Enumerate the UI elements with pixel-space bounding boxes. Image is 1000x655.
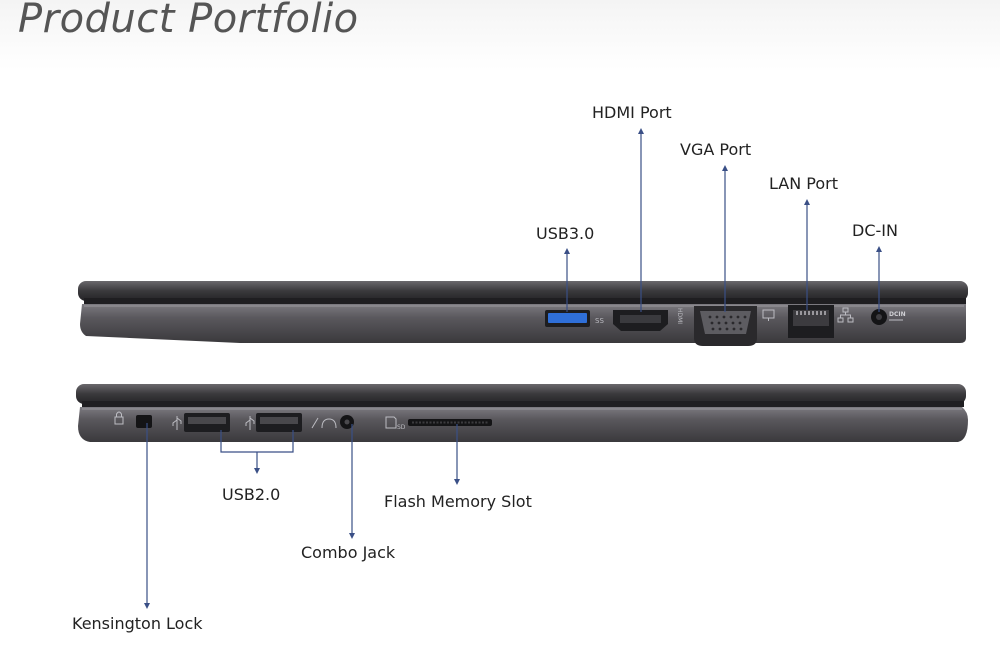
flash-memory-slot — [408, 419, 492, 426]
lid-edge-right — [78, 281, 968, 301]
label-lan-port: LAN Port — [769, 174, 838, 193]
hinge-gap-left — [82, 401, 964, 407]
label-dc-in: DC-IN — [852, 221, 898, 240]
monitor-icon — [762, 309, 775, 321]
kensington-slot — [136, 415, 152, 428]
lan-port-inner — [793, 310, 829, 326]
laptop-right-side-view: SS HDMI DCI — [78, 281, 968, 346]
label-usb2: USB2.0 — [222, 485, 281, 504]
hinge-gap-right — [84, 298, 966, 304]
label-flash-memory-slot: Flash Memory Slot — [384, 492, 532, 511]
label-combo-jack: Combo Jack — [301, 543, 396, 562]
usb2-port-1-tongue — [188, 417, 226, 424]
hdmi-logo: HDMI — [676, 308, 683, 324]
laptop-left-side-view: SD — [76, 384, 968, 442]
hdmi-port-inner — [620, 315, 661, 323]
svg-text:SD: SD — [397, 424, 406, 431]
usb-symbol-icon — [245, 416, 255, 430]
lan-contacts — [796, 311, 826, 315]
label-vga-port: VGA Port — [680, 140, 752, 159]
dcin-logo: DCIN — [889, 311, 906, 318]
headset-mic-icon — [311, 417, 337, 429]
lid-edge-left — [76, 384, 966, 404]
usb-symbol-icon — [172, 416, 182, 430]
vga-pins — [708, 315, 747, 331]
page-title: Product Portfolio — [18, 0, 359, 42]
sd-card-icon: SD — [385, 416, 406, 431]
label-kensington-lock: Kensington Lock — [72, 614, 203, 633]
usb3-ss-logo: SS — [595, 317, 604, 325]
padlock-icon — [114, 411, 124, 425]
label-hdmi-port: HDMI Port — [592, 103, 672, 122]
dcin-pin — [876, 314, 882, 320]
callout-lines — [144, 128, 882, 609]
usb3-port-tongue — [548, 313, 587, 323]
network-icon — [837, 307, 854, 323]
combo-jack-center — [344, 419, 350, 425]
usb2-port-2-tongue — [260, 417, 298, 424]
label-usb3: USB3.0 — [536, 224, 595, 243]
